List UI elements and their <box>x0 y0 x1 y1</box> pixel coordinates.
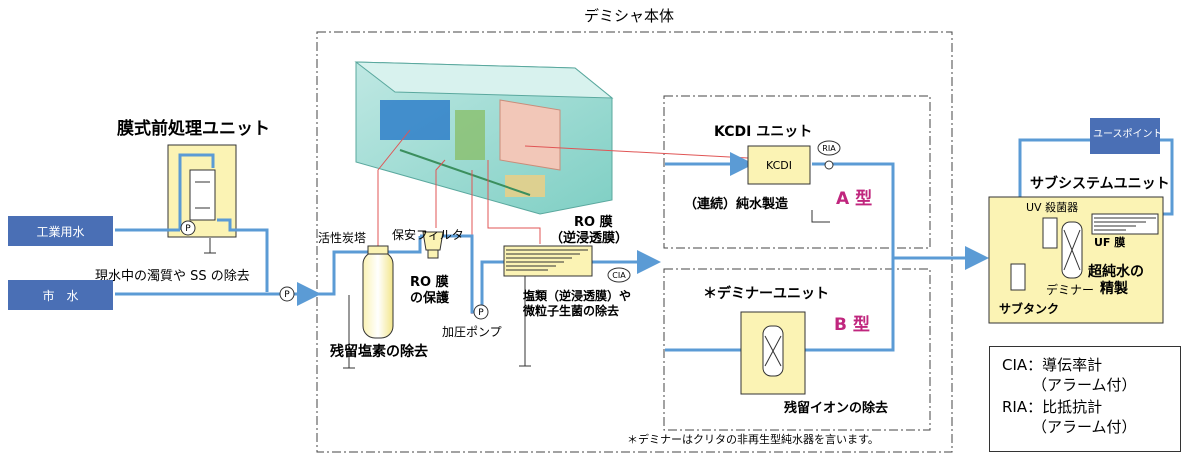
subsystem-deminer: デミナー <box>1046 283 1095 297</box>
use-point-box <box>1090 118 1160 154</box>
ro-title-2: （逆浸透膜） <box>550 231 629 246</box>
ria-meter-label: RIA <box>822 144 836 153</box>
drain-lines <box>204 210 830 369</box>
pipes <box>115 138 1174 362</box>
legend-cia-1: CIA：導伝率計 <box>1002 356 1103 374</box>
pretreatment-caption: 現水中の濁質や SS の除去 <box>95 269 250 284</box>
subsystem-uf: UF 膜 <box>1094 236 1126 249</box>
subsystem-tank: サブタンク <box>999 302 1060 316</box>
ria-meter <box>817 140 841 156</box>
kcdi-box-label: KCDI <box>766 159 792 172</box>
pretreatment-membrane <box>189 169 216 221</box>
ro-membrane <box>503 245 593 277</box>
ro-caption-2: 微粒子生菌の除去 <box>523 304 620 318</box>
cia-meter-label: CIA <box>612 271 626 280</box>
ro-caption-1: 塩類（逆浸透膜）や <box>523 289 632 303</box>
kcdi-box <box>747 145 811 185</box>
legend-ria-2: （アラーム付） <box>1032 418 1137 436</box>
ro-title-1: RO 膜 <box>574 215 613 230</box>
pump-label-3: P <box>478 308 484 318</box>
type-a-label: A 型 <box>836 189 873 209</box>
safety-filter-caption-2: の保護 <box>410 291 450 306</box>
main-title: デミシャ本体 <box>584 7 675 25</box>
kcdi-title: KCDI ユニット <box>714 124 813 140</box>
deminer-unit-frame <box>663 268 931 431</box>
kcdi-caption: （連続）純水製造 <box>684 197 789 212</box>
kcdi-unit-frame <box>663 95 931 249</box>
legend-cia-2: （アラーム付） <box>1032 376 1137 394</box>
source-city-water: 市 水 <box>8 280 113 310</box>
subsystem-product-2: 精製 <box>1100 281 1128 297</box>
source-industrial-water: 工業用水 <box>8 216 113 246</box>
use-point-label: ユースポイント <box>1093 129 1163 140</box>
booster-pump-label: 加圧ポンプ <box>442 325 502 339</box>
subsystem-title: サブシステムユニット <box>1030 176 1170 192</box>
footnote: ＊デミナーはクリタの非再生型純水器を言います。 <box>627 433 879 446</box>
subsystem-product-1: 超純水の <box>1088 264 1144 280</box>
pump-label-2: P <box>284 290 290 300</box>
cia-meter <box>607 267 631 283</box>
container-illustration <box>354 61 614 215</box>
carbon-tower-caption: 残留塩素の除去 <box>330 344 428 360</box>
legend-ria-1: RIA：比抵抗計 <box>1002 398 1103 416</box>
carbon-tower-label: 活性炭塔 <box>318 231 367 245</box>
valve-icon <box>824 160 834 170</box>
deminer-title: ＊デミナーユニット <box>703 286 829 302</box>
safety-filter-caption-1: RO 膜 <box>410 275 449 290</box>
safety-filter <box>422 231 444 251</box>
carbon-tower <box>362 251 394 339</box>
subsystem-uv: UV 殺菌器 <box>1026 201 1079 214</box>
safety-filter-label: 保安フィルタ <box>392 228 464 242</box>
main-body-frame <box>316 31 953 453</box>
deminer-caption: 残留イオンの除去 <box>784 401 889 416</box>
type-b-label: B 型 <box>834 315 870 335</box>
legend-box: CIA：導伝率計 （アラーム付） RIA：比抵抗計 （アラーム付） <box>989 346 1181 452</box>
pretreatment-title: 膜式前処理ユニット <box>117 119 270 139</box>
pump-label-1: P <box>185 224 191 234</box>
